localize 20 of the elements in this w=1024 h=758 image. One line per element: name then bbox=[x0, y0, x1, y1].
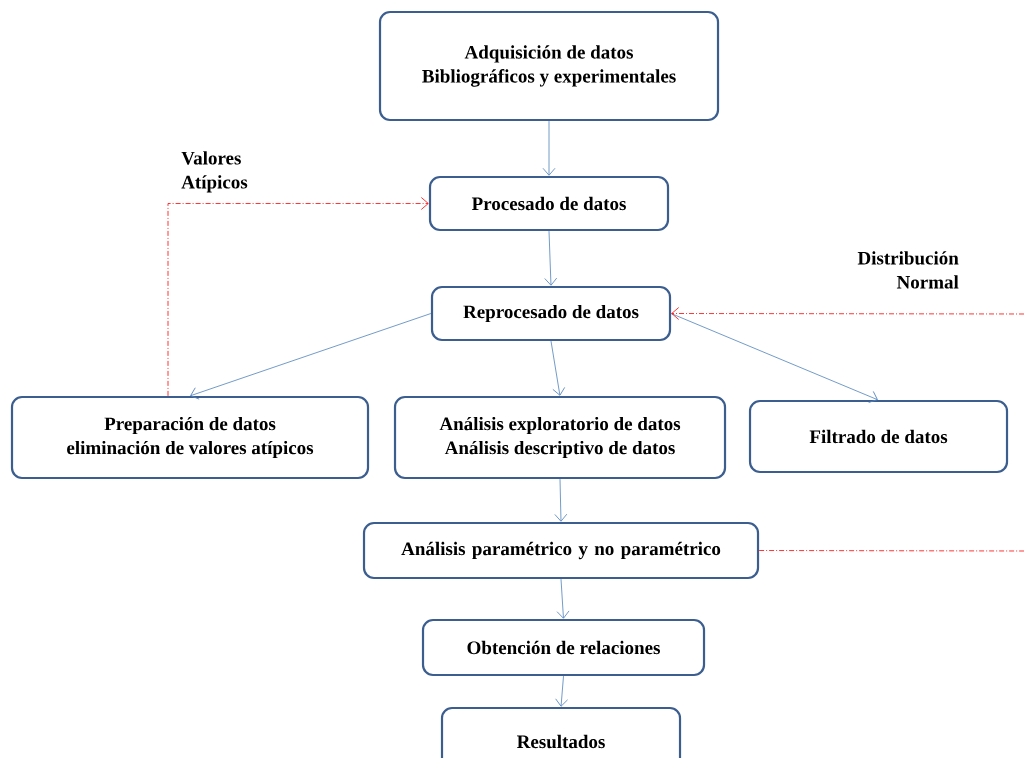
arrow bbox=[167, 197, 429, 397]
arrow bbox=[671, 307, 1024, 320]
process-box: Preparación de datos eliminación de valores atípicos bbox=[10, 395, 370, 480]
process-box: Análisis exploratorio de datos Análisis descriptivo de datos bbox=[393, 395, 727, 480]
edge-label: Distribución Normal bbox=[857, 251, 959, 289]
arrow bbox=[190, 313, 432, 400]
process-box: Adquisición de datos Bibliográficos y experimentales bbox=[378, 10, 720, 122]
process-box: Análisis paramétrico y no paramétrico bbox=[362, 521, 760, 580]
arrow bbox=[556, 578, 570, 619]
process-box: Reprocesado de datos bbox=[430, 285, 672, 342]
arrow bbox=[542, 120, 556, 176]
process-box: Obtención de relaciones bbox=[421, 618, 706, 677]
arrow bbox=[555, 675, 568, 707]
process-box: Resultados bbox=[440, 706, 682, 758]
arrow bbox=[544, 230, 558, 286]
arrow bbox=[554, 478, 568, 522]
process-box: Filtrado de datos bbox=[748, 399, 1009, 474]
edge-label: Valores Atípicos bbox=[181, 151, 248, 193]
process-box: Procesado de datos bbox=[428, 175, 670, 232]
arrow bbox=[550, 340, 566, 396]
